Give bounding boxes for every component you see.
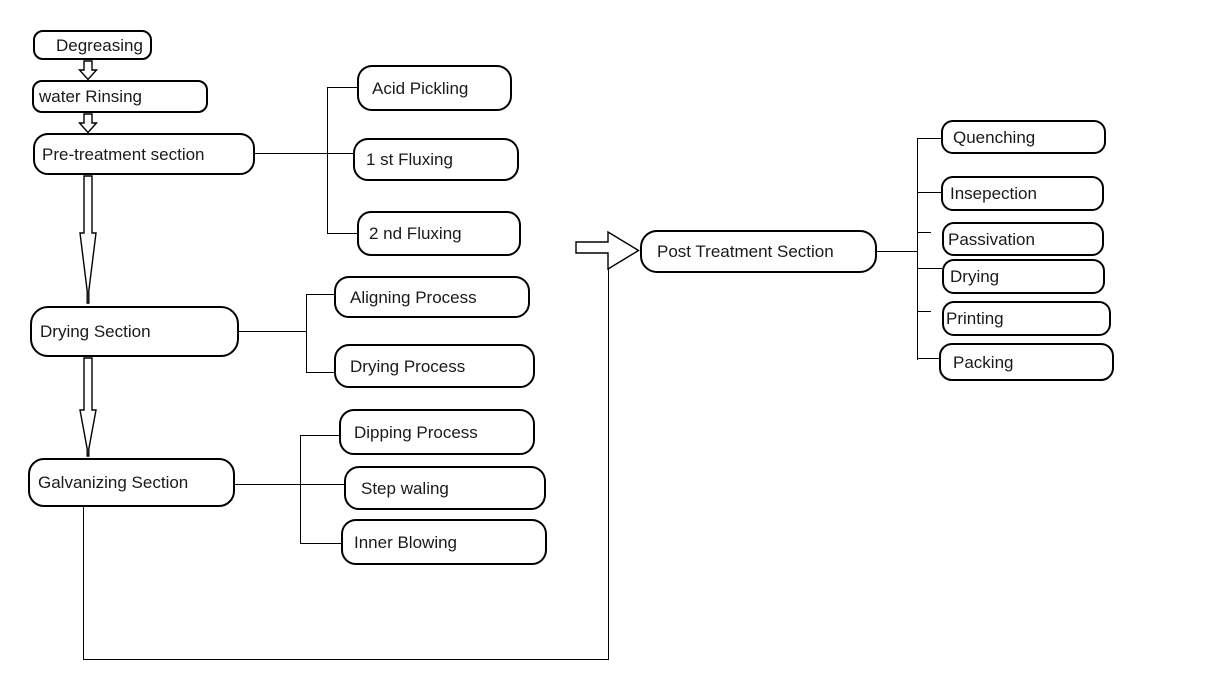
down-arrow-icon: [79, 357, 97, 457]
node-quenching: Quenching: [941, 120, 1106, 154]
node-galvanizing-section: Galvanizing Section: [28, 458, 235, 507]
node-second-fluxing: 2 nd Fluxing: [357, 211, 521, 256]
node-aligning-process: Aligning Process: [334, 276, 530, 318]
node-label: Degreasing: [56, 35, 143, 55]
node-inner-blowing: Inner Blowing: [341, 519, 547, 565]
node-label: 2 nd Fluxing: [369, 224, 462, 243]
node-post-treatment-section: Post Treatment Section: [640, 230, 877, 273]
node-label: water Rinsing: [39, 87, 142, 106]
node-label: Step waling: [361, 478, 449, 498]
node-insepection: Insepection: [941, 176, 1104, 211]
node-label: Galvanizing Section: [38, 473, 189, 492]
node-pre-treatment-section: Pre-treatment section: [33, 133, 255, 175]
node-label: Acid Pickling: [372, 78, 469, 98]
node-drying-process: Drying Process: [334, 344, 535, 388]
node-label: Pre-treatment section: [42, 144, 205, 164]
node-passivation: Passivation: [942, 222, 1104, 256]
node-label: Post Treatment Section: [657, 242, 834, 261]
right-arrow-icon: [575, 230, 640, 271]
node-label: Passivation: [948, 229, 1035, 249]
node-label: Insepection: [950, 184, 1037, 203]
node-printing: Printing: [942, 301, 1111, 336]
node-label: Printing: [946, 309, 1004, 328]
node-acid-pickling: Acid Pickling: [357, 65, 512, 111]
node-label: Inner Blowing: [354, 532, 458, 552]
node-label: Drying Process: [350, 356, 466, 376]
node-label: 1 st Fluxing: [366, 150, 453, 169]
node-label: Drying Section: [40, 322, 151, 341]
down-arrow-icon: [77, 113, 99, 134]
node-water-rinsing: water Rinsing: [32, 80, 208, 113]
down-arrow-icon: [79, 175, 97, 304]
node-drying: Drying: [942, 259, 1105, 294]
node-label: Quenching: [953, 127, 1036, 147]
node-label: Aligning Process: [350, 287, 477, 307]
node-packing: Packing: [939, 343, 1114, 381]
node-dipping-process: Dipping Process: [339, 409, 535, 455]
node-label: Packing: [953, 352, 1014, 372]
node-drying-section: Drying Section: [30, 306, 239, 357]
node-degreasing: Degreasing: [33, 30, 152, 60]
down-arrow-icon: [77, 60, 99, 81]
node-label: Dipping Process: [354, 422, 478, 442]
node-step-waling: Step waling: [344, 466, 546, 510]
node-first-fluxing: 1 st Fluxing: [353, 138, 519, 181]
node-label: Drying: [950, 267, 1000, 286]
